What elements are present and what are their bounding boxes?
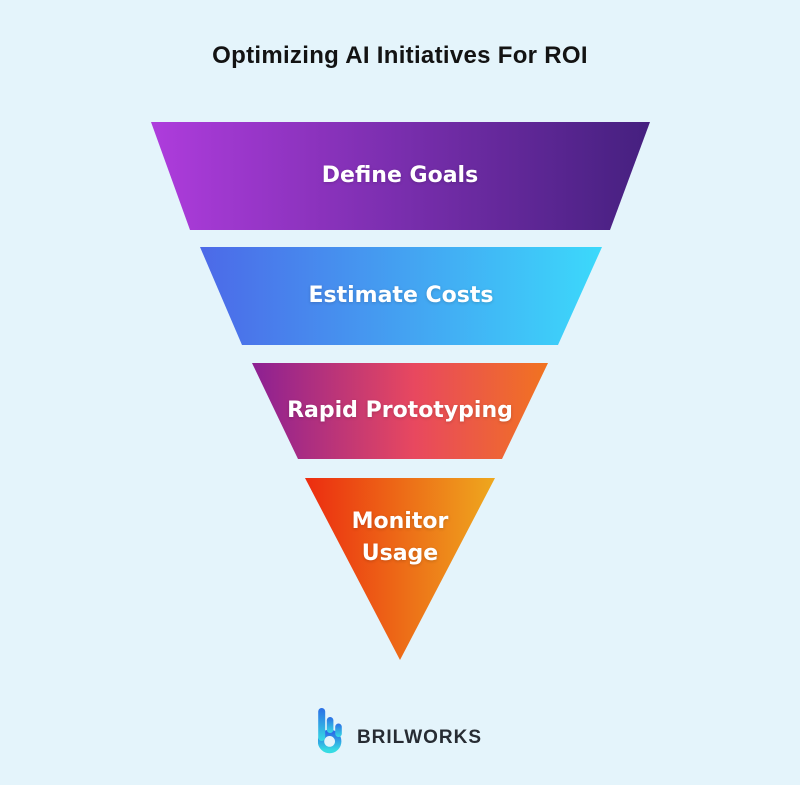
logo-finger-shape-2	[335, 723, 342, 737]
funnel-stage-shape-define-goals	[151, 122, 650, 230]
logo-finger-shape-1	[326, 717, 334, 733]
funnel-stage-shape-rapid-prototyping	[252, 363, 548, 459]
brand-footer: BRILWORKS	[0, 708, 800, 755]
funnel-stage-shape-estimate-costs	[200, 247, 602, 345]
brand-name: BRILWORKS	[356, 726, 483, 748]
logo-thumb-shape	[318, 708, 326, 741]
funnel-stage-shape-monitor-usage	[305, 478, 495, 660]
page-title: Optimizing AI Initiatives For ROI	[212, 42, 588, 69]
brilworks-hand-b-icon	[317, 708, 342, 754]
